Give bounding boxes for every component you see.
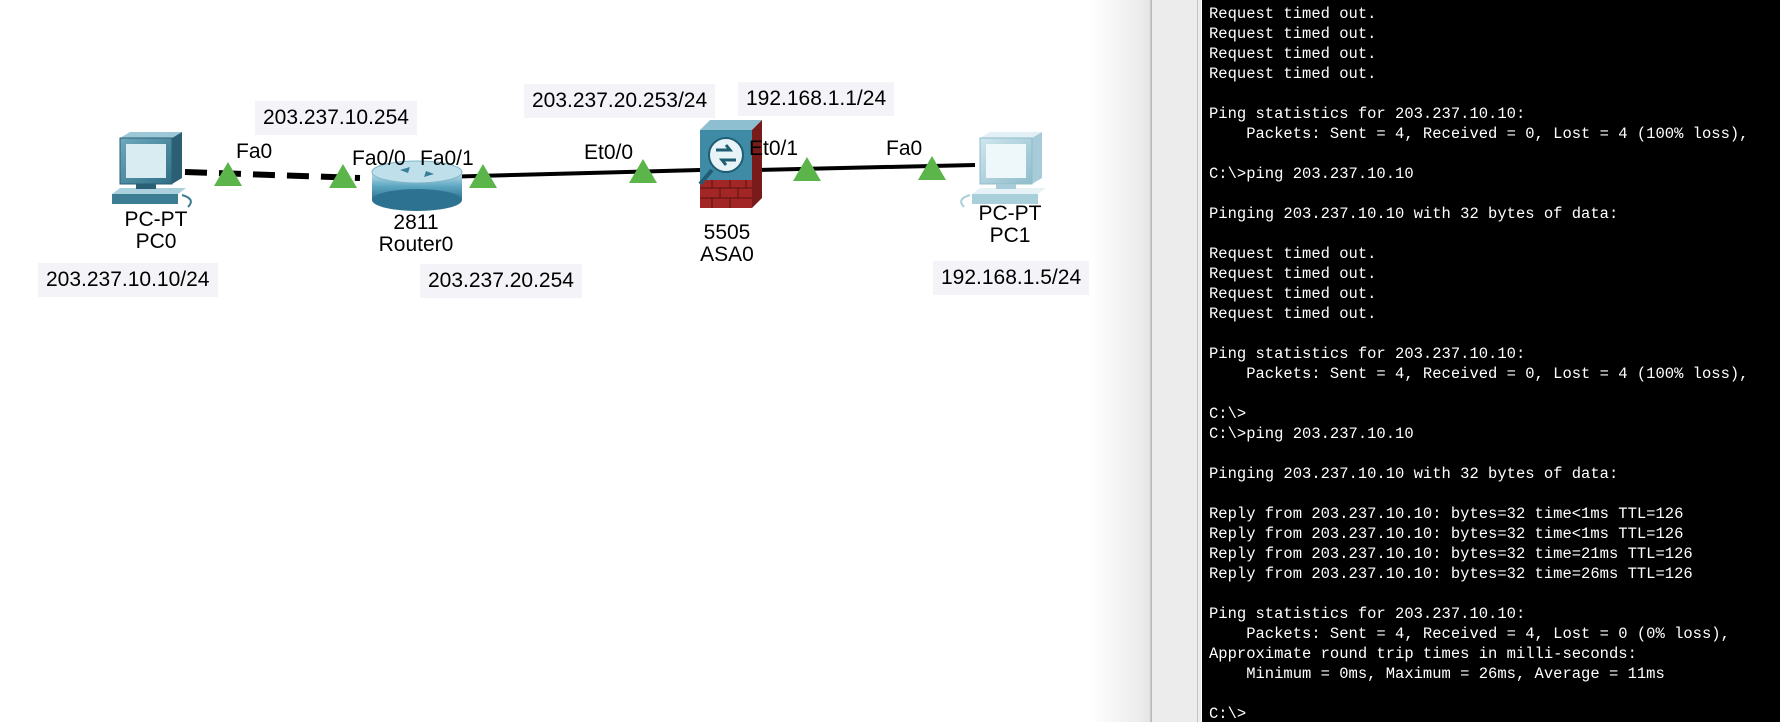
terminal-line: Request timed out. [1209, 45, 1377, 63]
terminal-line: Request timed out. [1209, 5, 1377, 23]
asa0-et00-port-label: Et0/0 [584, 141, 634, 164]
router0-name: Router0 [378, 233, 454, 256]
terminal-line [1209, 84, 1749, 104]
terminal-line: Request timed out. [1209, 305, 1377, 323]
terminal-line: Approximate round trip times in milli-se… [1209, 645, 1637, 663]
router0-fa00-port-label: Fa0/0 [352, 147, 406, 170]
link-status-up-icon [214, 162, 242, 186]
terminal-line [1209, 444, 1749, 464]
terminal-line [1209, 144, 1749, 164]
terminal-line [1209, 184, 1749, 204]
router0-icon[interactable] [371, 160, 463, 211]
terminal-line: Minimum = 0ms, Maximum = 26ms, Average =… [1209, 665, 1665, 683]
terminal-line: C:\> [1209, 405, 1247, 423]
pc1-ip-label: 192.168.1.5/24 [933, 261, 1090, 295]
asa0-et00-ip-label: 203.237.20.253/24 [524, 84, 716, 118]
terminal-line: Reply from 203.237.10.10: bytes=32 time<… [1209, 505, 1684, 523]
pc0-label[interactable]: PC-PT PC0 [104, 209, 208, 253]
terminal-line: C:\>ping 203.237.10.10 [1209, 165, 1414, 183]
pc1-icon[interactable] [960, 132, 1046, 208]
terminal-line: Packets: Sent = 4, Received = 4, Lost = … [1209, 625, 1730, 643]
terminal-line: C:\>ping 203.237.10.10 [1209, 425, 1414, 443]
asa0-label[interactable]: 5505 ASA0 [675, 222, 779, 266]
link-status-up-icon [629, 159, 657, 183]
link-status-up-icon [918, 156, 946, 180]
pc0-port-label: Fa0 [236, 140, 273, 163]
terminal-line: Reply from 203.237.10.10: bytes=32 time=… [1209, 565, 1693, 583]
link-status-up-icon [469, 164, 497, 188]
command-prompt-terminal[interactable]: Request timed out. Request timed out. Requ… [1202, 0, 1780, 722]
router0-fa01-port-label: Fa0/1 [420, 147, 474, 170]
router0-fa01-ip-label: 203.237.20.254 [420, 264, 582, 298]
asa0-name: ASA0 [700, 243, 754, 266]
pc0-ip-label: 203.237.10.10/24 [38, 263, 218, 297]
pc0-name: PC0 [135, 230, 177, 253]
terminal-output: Request timed out. Request timed out. Requ… [1209, 4, 1749, 722]
terminal-line [1209, 224, 1749, 244]
topology-workspace[interactable]: 203.237.10.254 203.237.20.253/24 192.168… [0, 0, 1150, 722]
terminal-line: Pinging 203.237.10.10 with 32 bytes of d… [1209, 205, 1619, 223]
terminal-line: Request timed out. [1209, 285, 1377, 303]
terminal-line: C:\> [1209, 705, 1247, 722]
pc1-type: PC-PT [978, 202, 1042, 225]
terminal-line: Packets: Sent = 4, Received = 0, Lost = … [1209, 365, 1749, 383]
terminal-line [1209, 684, 1749, 704]
terminal-line: Request timed out. [1209, 65, 1377, 83]
terminal-line: Reply from 203.237.10.10: bytes=32 time=… [1209, 545, 1693, 563]
pc0-type: PC-PT [124, 208, 188, 231]
pc0-icon[interactable] [112, 132, 192, 208]
terminal-line: Request timed out. [1209, 245, 1377, 263]
splitter-edge [1151, 0, 1152, 722]
terminal-line [1209, 384, 1749, 404]
terminal-line: Ping statistics for 203.237.10.10: [1209, 105, 1526, 123]
terminal-line: Ping statistics for 203.237.10.10: [1209, 605, 1526, 623]
terminal-line: Packets: Sent = 4, Received = 0, Lost = … [1209, 125, 1749, 143]
pc1-label[interactable]: PC-PT PC1 [958, 203, 1062, 247]
terminal-line [1209, 584, 1749, 604]
link-status-up-icon [329, 164, 357, 188]
splitter-edge [1197, 0, 1198, 722]
link-pc0-router0[interactable] [184, 169, 361, 181]
terminal-line: Request timed out. [1209, 25, 1377, 43]
topology-canvas [112, 120, 1046, 211]
router0-model: 2811 [393, 211, 439, 234]
panel-splitter[interactable] [1150, 0, 1201, 722]
link-asa0-pc1[interactable] [754, 163, 976, 172]
terminal-line: Ping statistics for 203.237.10.10: [1209, 345, 1526, 363]
terminal-line: Reply from 203.237.10.10: bytes=32 time<… [1209, 525, 1684, 543]
asa0-model: 5505 [703, 221, 751, 244]
terminal-line: Request timed out. [1209, 265, 1377, 283]
asa0-et01-ip-label: 192.168.1.1/24 [738, 82, 895, 116]
asa0-firewall-icon[interactable] [698, 120, 762, 208]
router0-label[interactable]: 2811 Router0 [364, 212, 468, 256]
pc1-port-label: Fa0 [886, 137, 923, 160]
terminal-line [1209, 484, 1749, 504]
asa0-et01-port-label: Et0/1 [749, 137, 799, 160]
terminal-line [1209, 324, 1749, 344]
router0-fa00-ip-label: 203.237.10.254 [255, 101, 417, 135]
terminal-line: Pinging 203.237.10.10 with 32 bytes of d… [1209, 465, 1619, 483]
pc1-name: PC1 [989, 224, 1031, 247]
link-status-up-icon [793, 157, 821, 181]
